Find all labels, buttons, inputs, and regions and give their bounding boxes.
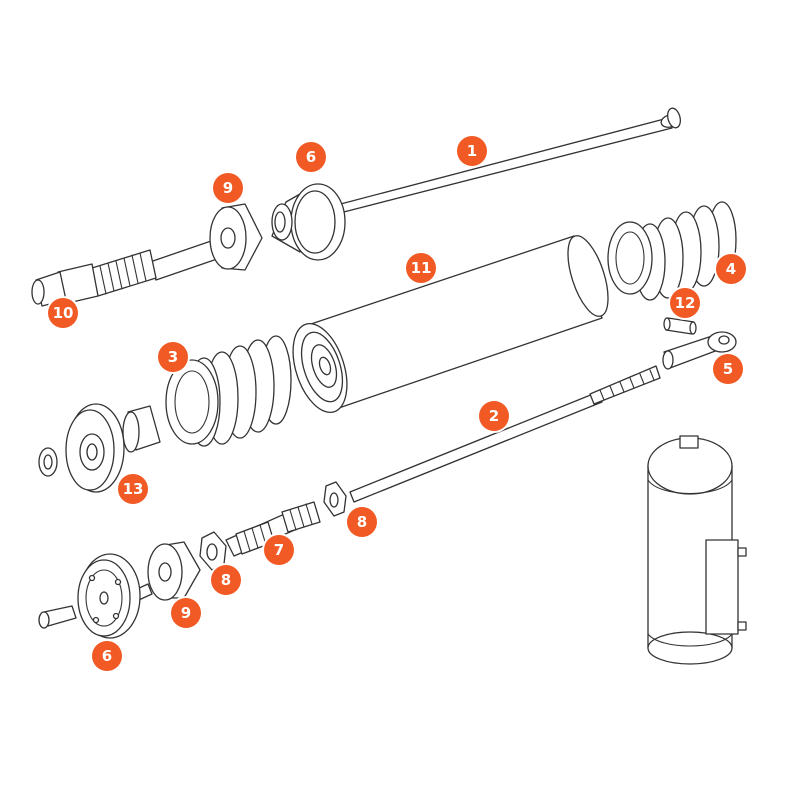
nut-part [199, 531, 227, 571]
callout-wheel-mount: 6 [92, 641, 122, 671]
callout-mount-cap: 6 [296, 142, 326, 172]
callout-end-plate: 13 [118, 474, 148, 504]
pin-part [663, 317, 697, 335]
threaded-rod-part [349, 365, 661, 503]
callout-rod: 1 [457, 136, 487, 166]
callout-threaded-sleeve: 7 [264, 535, 294, 565]
mount-cap-part [271, 183, 346, 261]
wheel-mount-part [38, 553, 153, 639]
callout-threaded-shaft: 10 [48, 298, 78, 328]
callout-nut: 8 [211, 565, 241, 595]
callout-pin: 12 [670, 288, 700, 318]
air-tank-part [647, 435, 747, 665]
spring-part [607, 201, 737, 301]
callout-spring: 4 [716, 254, 746, 284]
rubber-bushing-part [209, 203, 263, 271]
rubber-bushing-part [147, 541, 201, 601]
callout-coil-spring: 3 [158, 342, 188, 372]
callout-threaded-rod: 2 [479, 401, 509, 431]
callout-rubber-bushing: 9 [213, 173, 243, 203]
threaded-shaft-part [31, 239, 221, 307]
callout-rod-end: 5 [713, 354, 743, 384]
cylinder-body-part [292, 235, 609, 414]
rod-end-part [662, 331, 737, 370]
callout-rubber-bushing: 9 [171, 598, 201, 628]
end-plate-part [38, 403, 161, 493]
callout-nut: 8 [347, 507, 377, 537]
rod-part [332, 107, 681, 215]
nut-part [323, 481, 347, 517]
callout-cylinder-body: 11 [406, 253, 436, 283]
coil-spring-part [165, 335, 292, 447]
